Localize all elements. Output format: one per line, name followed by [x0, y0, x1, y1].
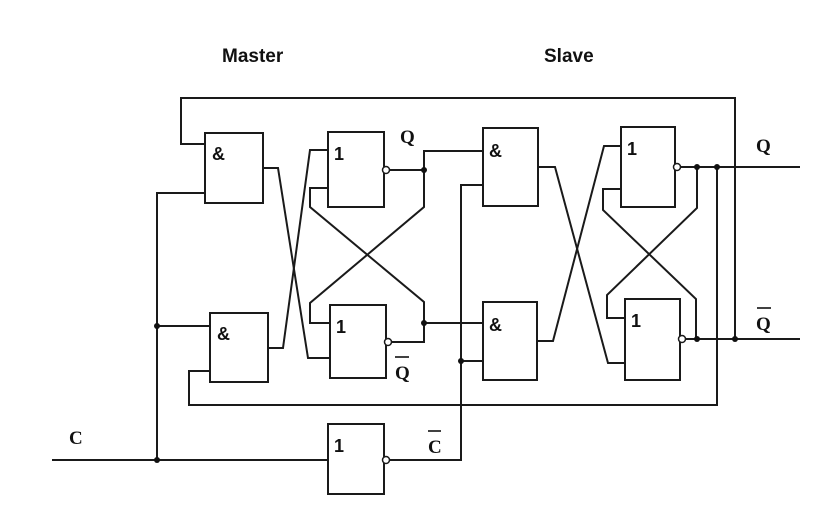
svg-text:&: & [217, 324, 230, 344]
slave-q-label: Q [756, 136, 771, 157]
master-title: Master [222, 46, 284, 67]
inverter-bubble [381, 455, 391, 465]
slave-nor-gate-1: 1 [620, 126, 682, 208]
clock-inverter-gate: 1 [327, 423, 391, 495]
svg-text:&: & [212, 144, 225, 164]
svg-text:1: 1 [336, 317, 346, 337]
slave-and-gate-1: & [482, 127, 539, 207]
slave-q-bar-label: Q [756, 307, 771, 335]
svg-text:Q: Q [395, 363, 410, 384]
master-nor-gate-1: 1 [327, 131, 391, 208]
master-q-label: Q [400, 127, 415, 148]
inverter-bubble [383, 337, 393, 347]
svg-text:1: 1 [334, 436, 344, 456]
clock-label: C [69, 428, 83, 449]
slave-and-gate-2: & [482, 301, 538, 381]
svg-text:1: 1 [334, 144, 344, 164]
svg-text:1: 1 [631, 311, 641, 331]
slave-nor-gate-2: 1 [624, 298, 687, 381]
inverter-bubble [672, 162, 682, 172]
master-and-gate-2: & [209, 312, 269, 383]
wires [52, 97, 800, 461]
svg-text:1: 1 [627, 139, 637, 159]
slave-title: Slave [544, 46, 594, 67]
clock-bar-label: C [428, 430, 442, 458]
inverter-bubble [677, 334, 687, 344]
junction-dots [154, 164, 738, 463]
svg-text:&: & [489, 141, 502, 161]
master-and-gate-1: & [204, 132, 264, 204]
svg-text:&: & [489, 315, 502, 335]
svg-text:C: C [428, 437, 442, 458]
master-nor-gate-2: 1 [329, 304, 393, 379]
inverter-bubble [381, 165, 391, 175]
master-q-bar-label: Q [395, 356, 410, 384]
svg-text:Q: Q [756, 314, 771, 335]
